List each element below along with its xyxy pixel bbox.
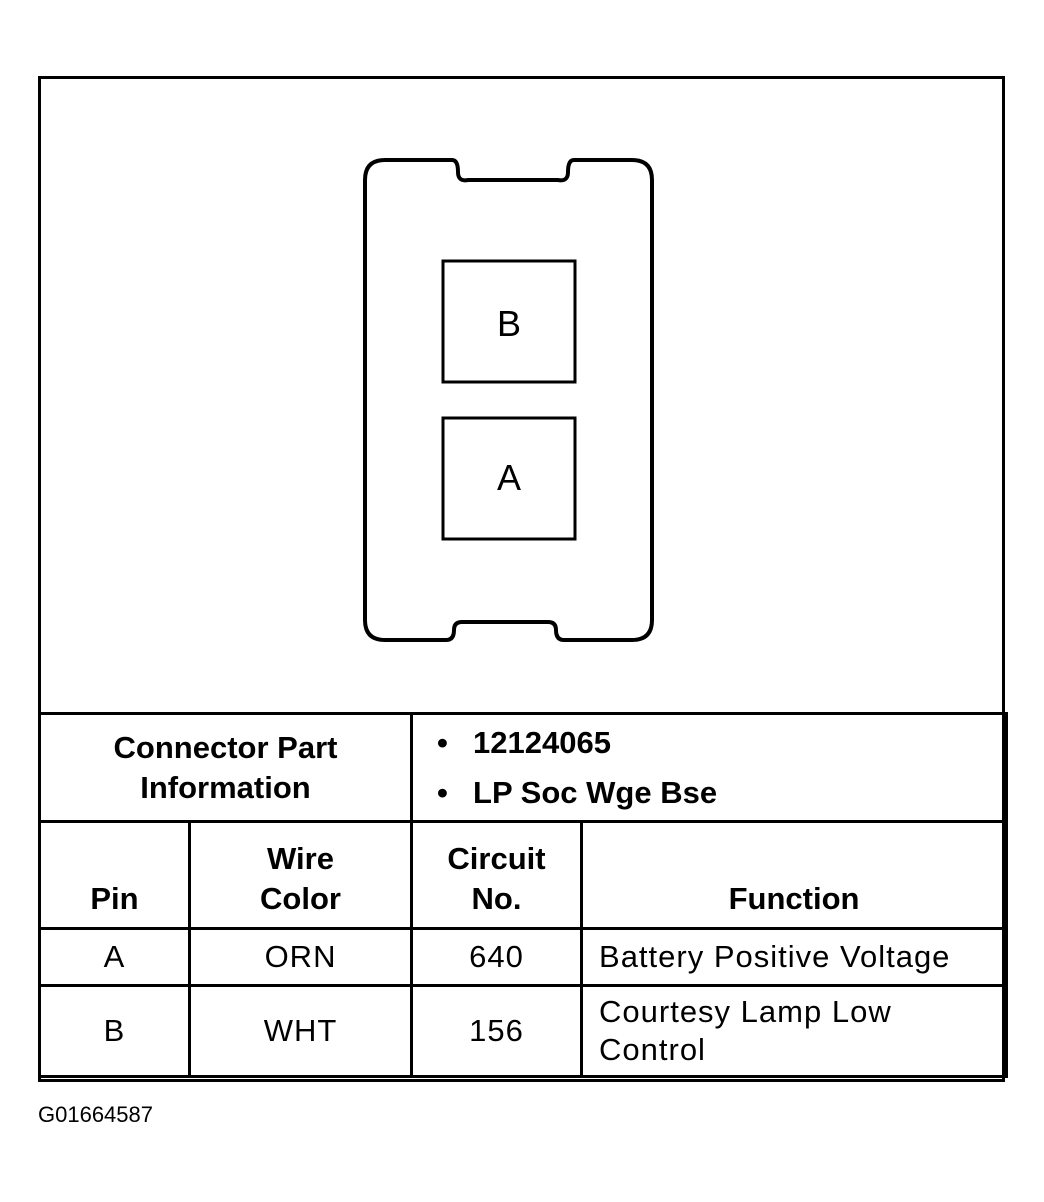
connector-diagram-frame (38, 76, 1005, 1082)
header-circuit-line1: Circuit (447, 841, 546, 876)
part-number: 12124065 (437, 718, 1005, 768)
header-pin: Pin (38, 820, 191, 930)
connector-info-table: Connector Part Information 12124065 LP S… (37, 712, 1009, 1078)
header-circuit-no: Circuit No. (410, 820, 584, 930)
row-b-pin: B (38, 984, 191, 1078)
header-wire-color-line2: Color (260, 881, 341, 916)
pin-cavity-b (441, 259, 577, 384)
row-b-function: Courtesy Lamp Low Control (580, 984, 1009, 1078)
row-a-wire-color: ORN (187, 927, 414, 987)
pin-cavity-a (441, 416, 577, 541)
table-row: B WHT 156 Courtesy Lamp Low Control (38, 984, 1009, 1078)
part-info-values: 12124065 LP Soc Wge Bse (410, 712, 1009, 823)
row-b-function-line1: Courtesy Lamp Low (599, 994, 892, 1029)
pin-label-a: A (497, 457, 521, 498)
pin-label-b: B (497, 303, 521, 344)
header-row: Pin Wire Color Circuit No. Function (38, 820, 1009, 930)
part-info-row: Connector Part Information 12124065 LP S… (37, 712, 1009, 823)
part-info-label: Connector Part Information (37, 712, 414, 823)
row-b-wire-color: WHT (187, 984, 414, 1078)
header-wire-color-line1: Wire (267, 841, 334, 876)
connector-housing-outline (363, 158, 654, 642)
header-wire-color: Wire Color (187, 820, 414, 930)
connector-face-drawing: B A (363, 158, 654, 642)
row-b-function-line2: Control (599, 1032, 706, 1067)
header-function: Function (580, 820, 1009, 930)
row-a-function: Battery Positive Voltage (580, 927, 1009, 987)
figure-id: G01664587 (38, 1102, 153, 1127)
header-circuit-line2: No. (471, 881, 522, 916)
part-description: LP Soc Wge Bse (437, 768, 1005, 818)
row-a-circuit: 640 (410, 927, 584, 987)
row-b-circuit: 156 (410, 984, 584, 1078)
table-row: A ORN 640 Battery Positive Voltage (38, 927, 1009, 987)
row-a-pin: A (38, 927, 191, 987)
